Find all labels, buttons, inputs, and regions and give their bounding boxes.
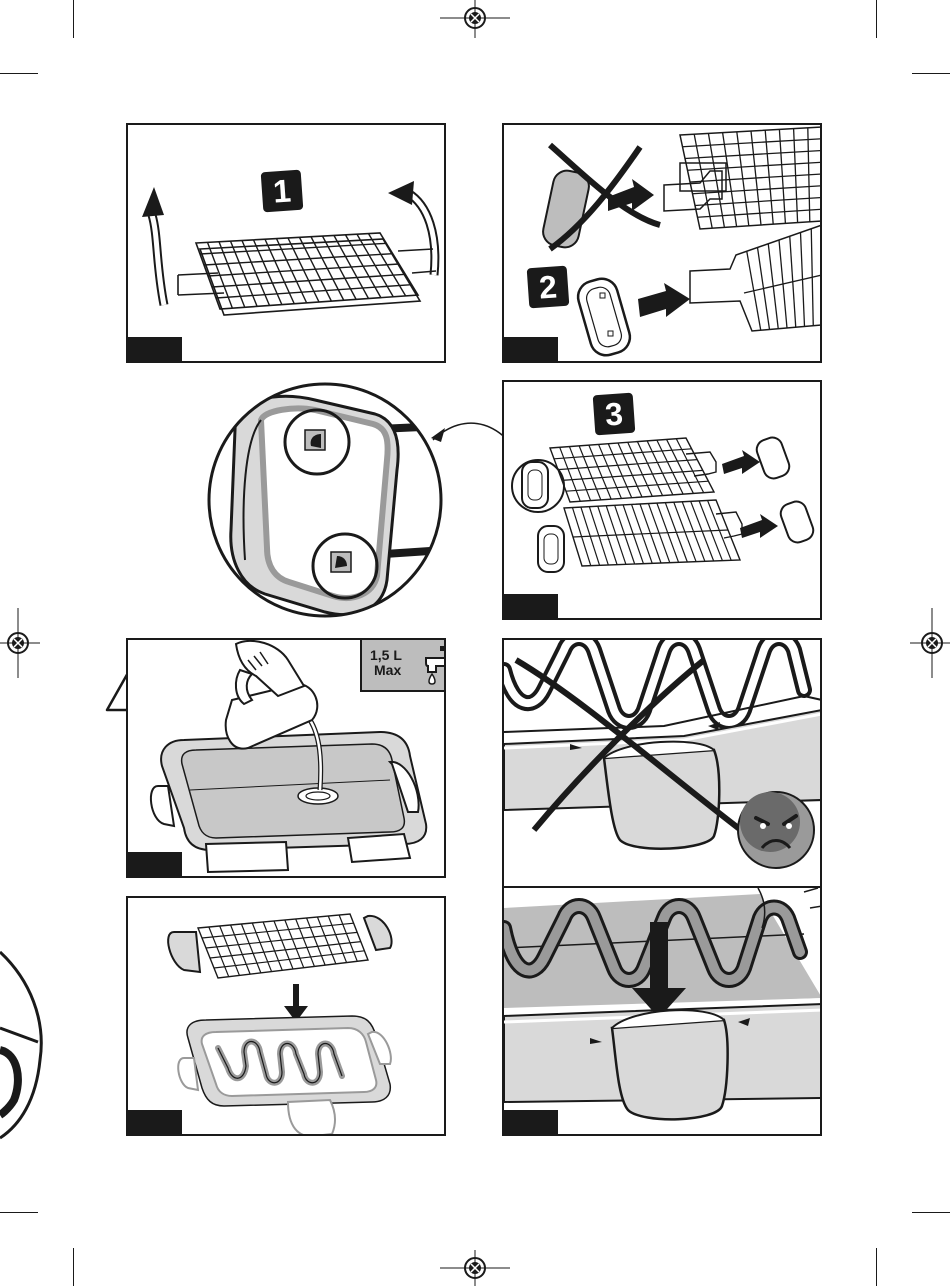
- grill-wire: [685, 151, 820, 159]
- panel-corner-tab: [128, 852, 182, 876]
- grill-wire: [562, 470, 703, 480]
- grill-wire: [558, 460, 697, 470]
- step-number-badge: 1: [261, 170, 304, 213]
- panel-step-1-remove-grill: 1: [126, 123, 446, 363]
- step-number-badge: 2: [527, 266, 570, 309]
- grill-wire: [647, 441, 673, 495]
- grill-handle-icon: [778, 499, 816, 545]
- registration-mark-right: [910, 608, 950, 678]
- panel-corner-tab: [504, 1110, 558, 1134]
- grill-wire: [252, 923, 271, 972]
- crop-mark: [0, 73, 38, 74]
- grill-assembly-illustration: [128, 898, 444, 1134]
- crop-mark: [876, 1248, 877, 1286]
- angry-face-icon: [738, 792, 814, 868]
- crop-mark: [876, 0, 877, 38]
- grill-wire: [698, 209, 821, 217]
- grill-wire: [210, 942, 361, 958]
- grill-wire: [214, 951, 364, 968]
- arrow-icon: [722, 450, 760, 474]
- arrow-icon: [638, 283, 690, 317]
- grill-wire: [637, 442, 662, 496]
- panel-wrong-element-position: [502, 638, 822, 888]
- grill-wire: [296, 919, 315, 966]
- panel-fill-water-tray: 1,5 L Max: [126, 638, 446, 878]
- grill-wire: [573, 530, 728, 537]
- crop-mark: [912, 1212, 950, 1213]
- grill-wire: [204, 254, 393, 265]
- capacity-volume: 1,5 L: [370, 648, 402, 663]
- grill-wire: [208, 264, 399, 276]
- grill-wire: [307, 918, 326, 965]
- arrow-icon: [740, 514, 778, 538]
- panel-corner-tab: [128, 1110, 182, 1134]
- handle-attach-illustration: [504, 382, 820, 618]
- grill-wire: [212, 274, 405, 287]
- grill-wire: [693, 186, 821, 194]
- crop-mark: [0, 1212, 38, 1213]
- registration-mark-left: [0, 608, 40, 678]
- panel-step-2-detach-handles: 2: [502, 123, 822, 363]
- grill-wire: [200, 243, 386, 254]
- registration-mark-top: [440, 0, 510, 38]
- panel-step-3-attach-handles: 3: [502, 380, 822, 620]
- grill-icon: [178, 233, 436, 315]
- grill-wire: [608, 444, 631, 498]
- grill-wire: [317, 917, 335, 964]
- grill-wire: [216, 285, 412, 298]
- grill-wire: [683, 139, 821, 147]
- grill-wire: [554, 449, 692, 459]
- grill-wire: [667, 439, 694, 493]
- arrow-icon: [388, 181, 414, 205]
- grill-wire: [241, 924, 260, 973]
- capacity-max: Max: [370, 663, 402, 678]
- grill-wire: [263, 922, 282, 970]
- grill-lift-illustration: [128, 125, 444, 361]
- step-number-badge: 3: [593, 393, 636, 436]
- wrong-position-illustration: [504, 640, 820, 888]
- panel-corner-tab: [128, 337, 182, 361]
- grill-wire: [328, 916, 346, 963]
- grill-wire: [618, 443, 642, 497]
- handle-detach-illustration: [504, 125, 820, 361]
- grill-wire: [628, 442, 653, 496]
- crop-mark: [73, 1248, 74, 1286]
- grill-wire: [589, 445, 611, 499]
- panel-place-grill-on-tray: [126, 896, 446, 1136]
- panel-corner-tab: [504, 337, 558, 361]
- faucet-icon: [420, 644, 446, 688]
- panel-corner-tab: [504, 594, 558, 618]
- handle-detail-magnifier: [205, 380, 535, 630]
- grill-handle-icon: [754, 435, 792, 481]
- grill-wire: [209, 927, 229, 977]
- grill-wire: [657, 440, 683, 494]
- correct-position-illustration: [504, 888, 820, 1134]
- panel-correct-element-position: [502, 886, 822, 1136]
- grill-wire: [569, 447, 590, 501]
- grill-wire: [274, 921, 293, 969]
- grill-wire: [599, 444, 622, 498]
- grill-wire: [579, 446, 601, 500]
- grill-wire: [690, 174, 820, 182]
- grill-wire: [339, 915, 357, 961]
- registration-mark-bottom: [440, 1250, 510, 1286]
- arrow-icon: [142, 187, 164, 217]
- grill-wire: [206, 932, 357, 948]
- crop-mark: [73, 0, 74, 38]
- partial-detail-circle: [0, 950, 44, 1140]
- crop-mark: [912, 73, 950, 74]
- grill-wire: [566, 481, 708, 491]
- water-capacity-label: 1,5 L Max: [360, 640, 446, 692]
- grill-wire: [231, 925, 251, 974]
- grill-wire: [220, 926, 240, 975]
- grill-wire: [285, 920, 304, 968]
